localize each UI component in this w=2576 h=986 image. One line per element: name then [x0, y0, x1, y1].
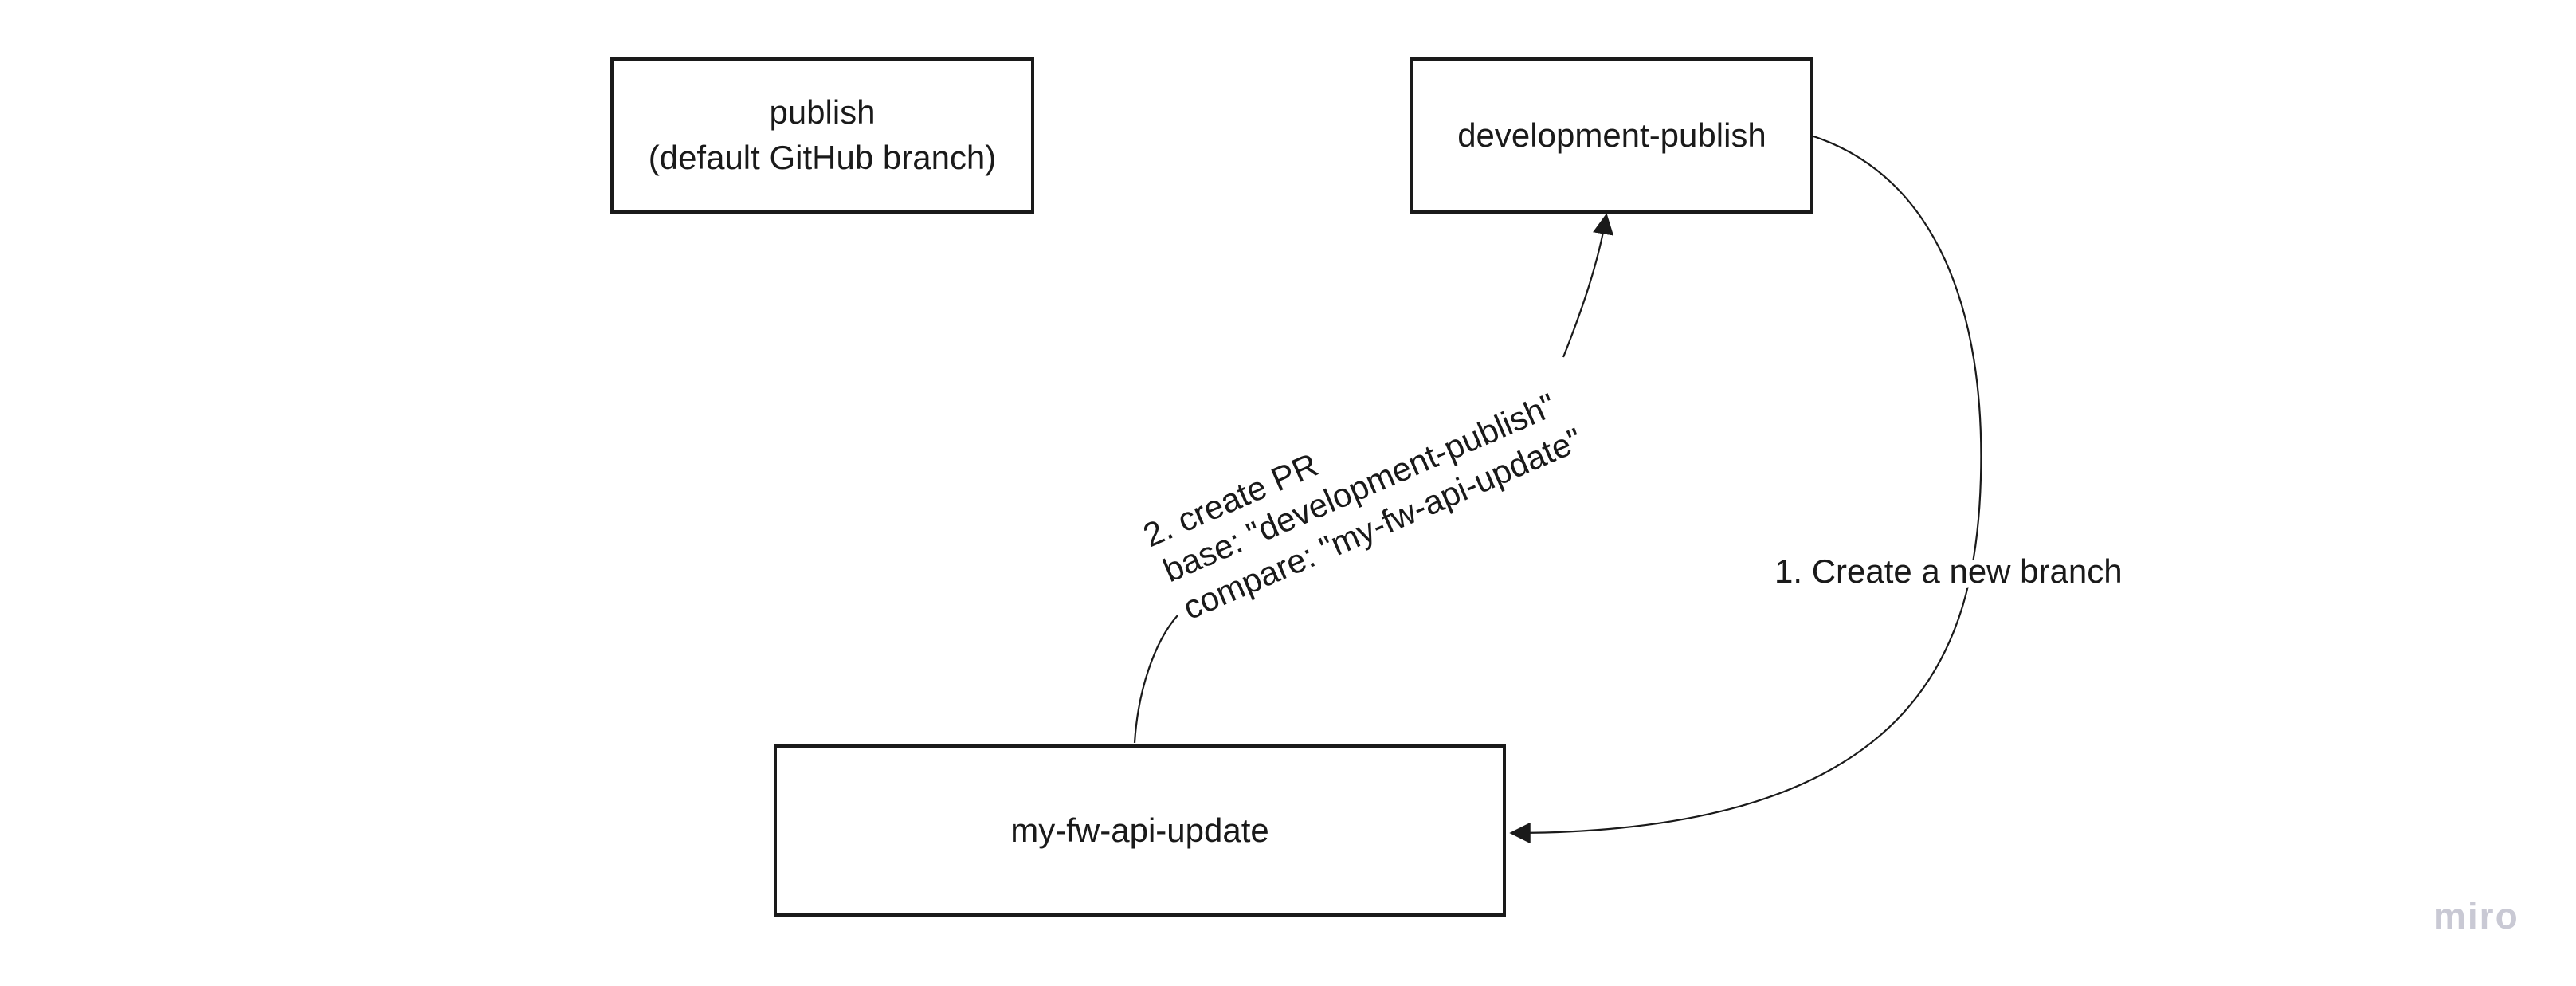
miro-logo: miro [2433, 895, 2519, 937]
node-publish-label-line1: publish [769, 93, 876, 132]
node-my-fw-api-update[interactable]: my-fw-api-update [774, 744, 1506, 917]
edge-label-create-pr[interactable]: 2. create PR base: "development-publish"… [1132, 380, 1594, 632]
connector-create-branch[interactable] [1509, 135, 1982, 844]
node-development-publish[interactable]: development-publish [1410, 57, 1813, 214]
connector-create-pr-upper-segment[interactable] [1562, 213, 1614, 358]
edge-label-create-branch[interactable]: 1. Create a new branch [1769, 547, 2128, 595]
node-publish-label-line2: (default GitHub branch) [648, 139, 997, 176]
node-development-publish-label: development-publish [1457, 116, 1766, 154]
node-publish[interactable]: publish (default GitHub branch) [610, 57, 1034, 214]
connector-create-pr-lower-segment[interactable] [1133, 615, 1178, 744]
node-my-fw-api-update-label: my-fw-api-update [1010, 811, 1269, 849]
